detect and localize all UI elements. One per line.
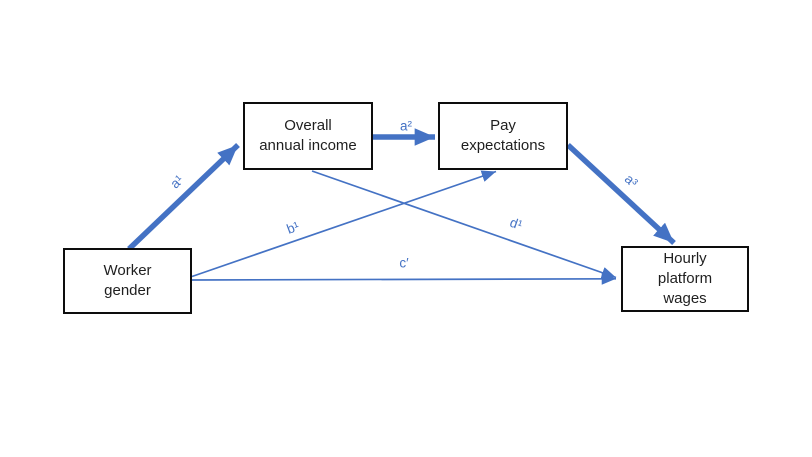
edge-label-a2: a² [399,118,413,134]
node-overall-annual-income: Overall annual income [243,102,373,170]
edge-a1-arrow [127,143,240,251]
edge-label-c-prime: c′ [399,255,409,271]
node-hourly-platform-wages: Hourly platform wages [621,246,749,312]
node-worker-gender-line2: gender [104,282,151,299]
node-pay-expectations: Pay expectations [438,102,568,170]
edge-d1-arrow [311,170,617,279]
node-pay-expectations-line2: expectations [460,137,546,154]
node-hourly-platform-wages-line2: platform [657,270,713,287]
node-hourly-platform-wages-line1: Hourly [663,250,707,267]
node-worker-gender-line1: Worker [103,262,152,279]
node-overall-annual-income-line1: Overall [284,117,332,134]
edge-c-arrow [191,272,617,285]
node-worker-gender: Worker gender [63,248,192,314]
node-hourly-platform-wages-line3: wages [663,290,707,307]
node-overall-annual-income-line2: annual income [259,137,357,154]
edge-a3-arrow [566,142,676,246]
edge-b1-arrow [191,170,497,278]
node-pay-expectations-line1: Pay [490,117,516,134]
